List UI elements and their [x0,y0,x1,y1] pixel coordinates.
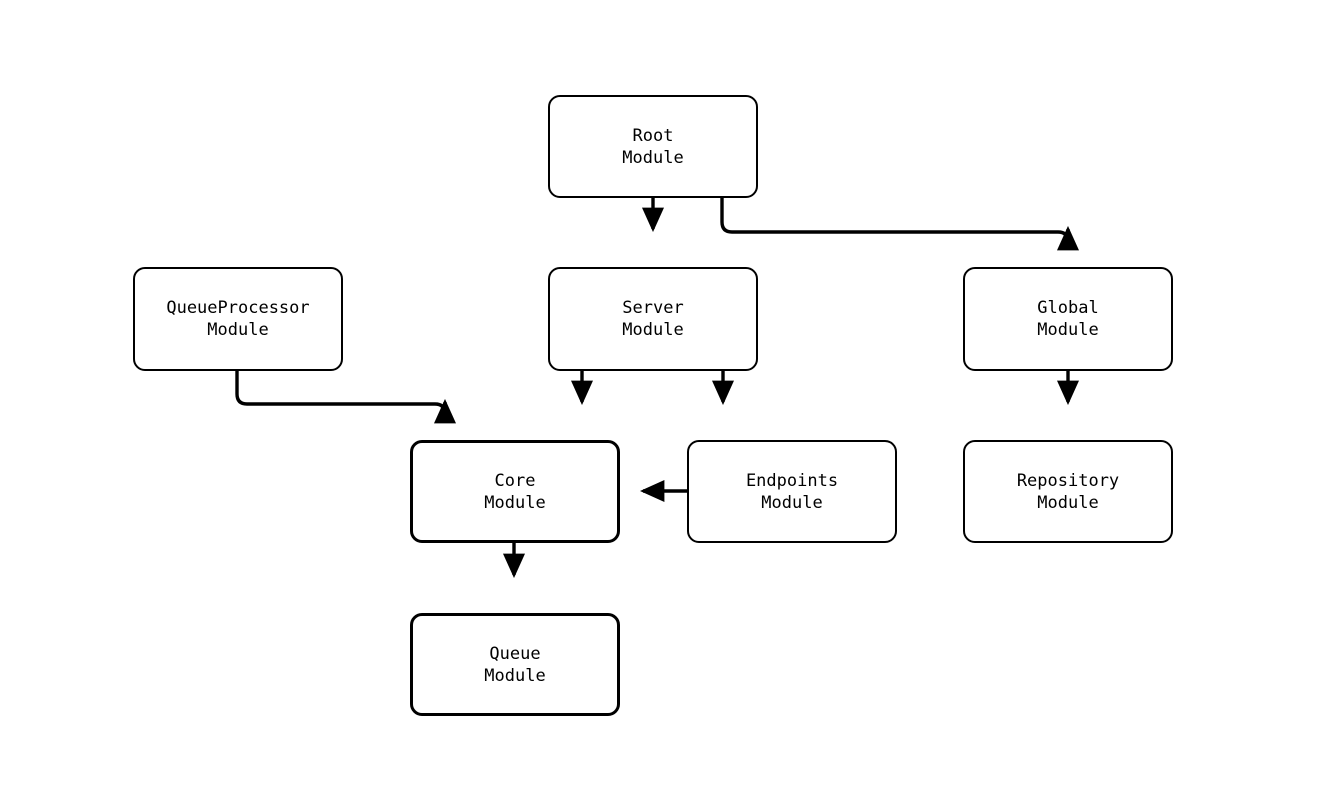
node-root[interactable]: Root Module [548,95,758,198]
node-server[interactable]: Server Module [548,267,758,371]
edge-queueprocessor-to-core [235,371,457,424]
edge-root-to-global [720,198,1080,251]
node-label-queueprocessor: QueueProcessor Module [166,298,310,340]
node-label-root: Root Module [622,125,684,168]
node-label-server: Server Module [622,298,684,340]
edges-group [235,198,1080,579]
node-endpoints[interactable]: Endpoints Module [687,440,897,543]
node-queue[interactable]: Queue Module [410,613,620,716]
node-label-repository: Repository Module [1016,470,1120,513]
node-label-core: Core Module [484,470,546,513]
node-queueprocessor[interactable]: QueueProcessor Module [133,267,343,371]
node-label-global: Global Module [1037,298,1099,340]
node-global[interactable]: Global Module [963,267,1173,371]
node-label-endpoints: Endpoints Module [745,470,839,513]
node-core[interactable]: Core Module [410,440,620,543]
node-repository[interactable]: Repository Module [963,440,1173,543]
node-label-queue: Queue Module [484,643,546,686]
